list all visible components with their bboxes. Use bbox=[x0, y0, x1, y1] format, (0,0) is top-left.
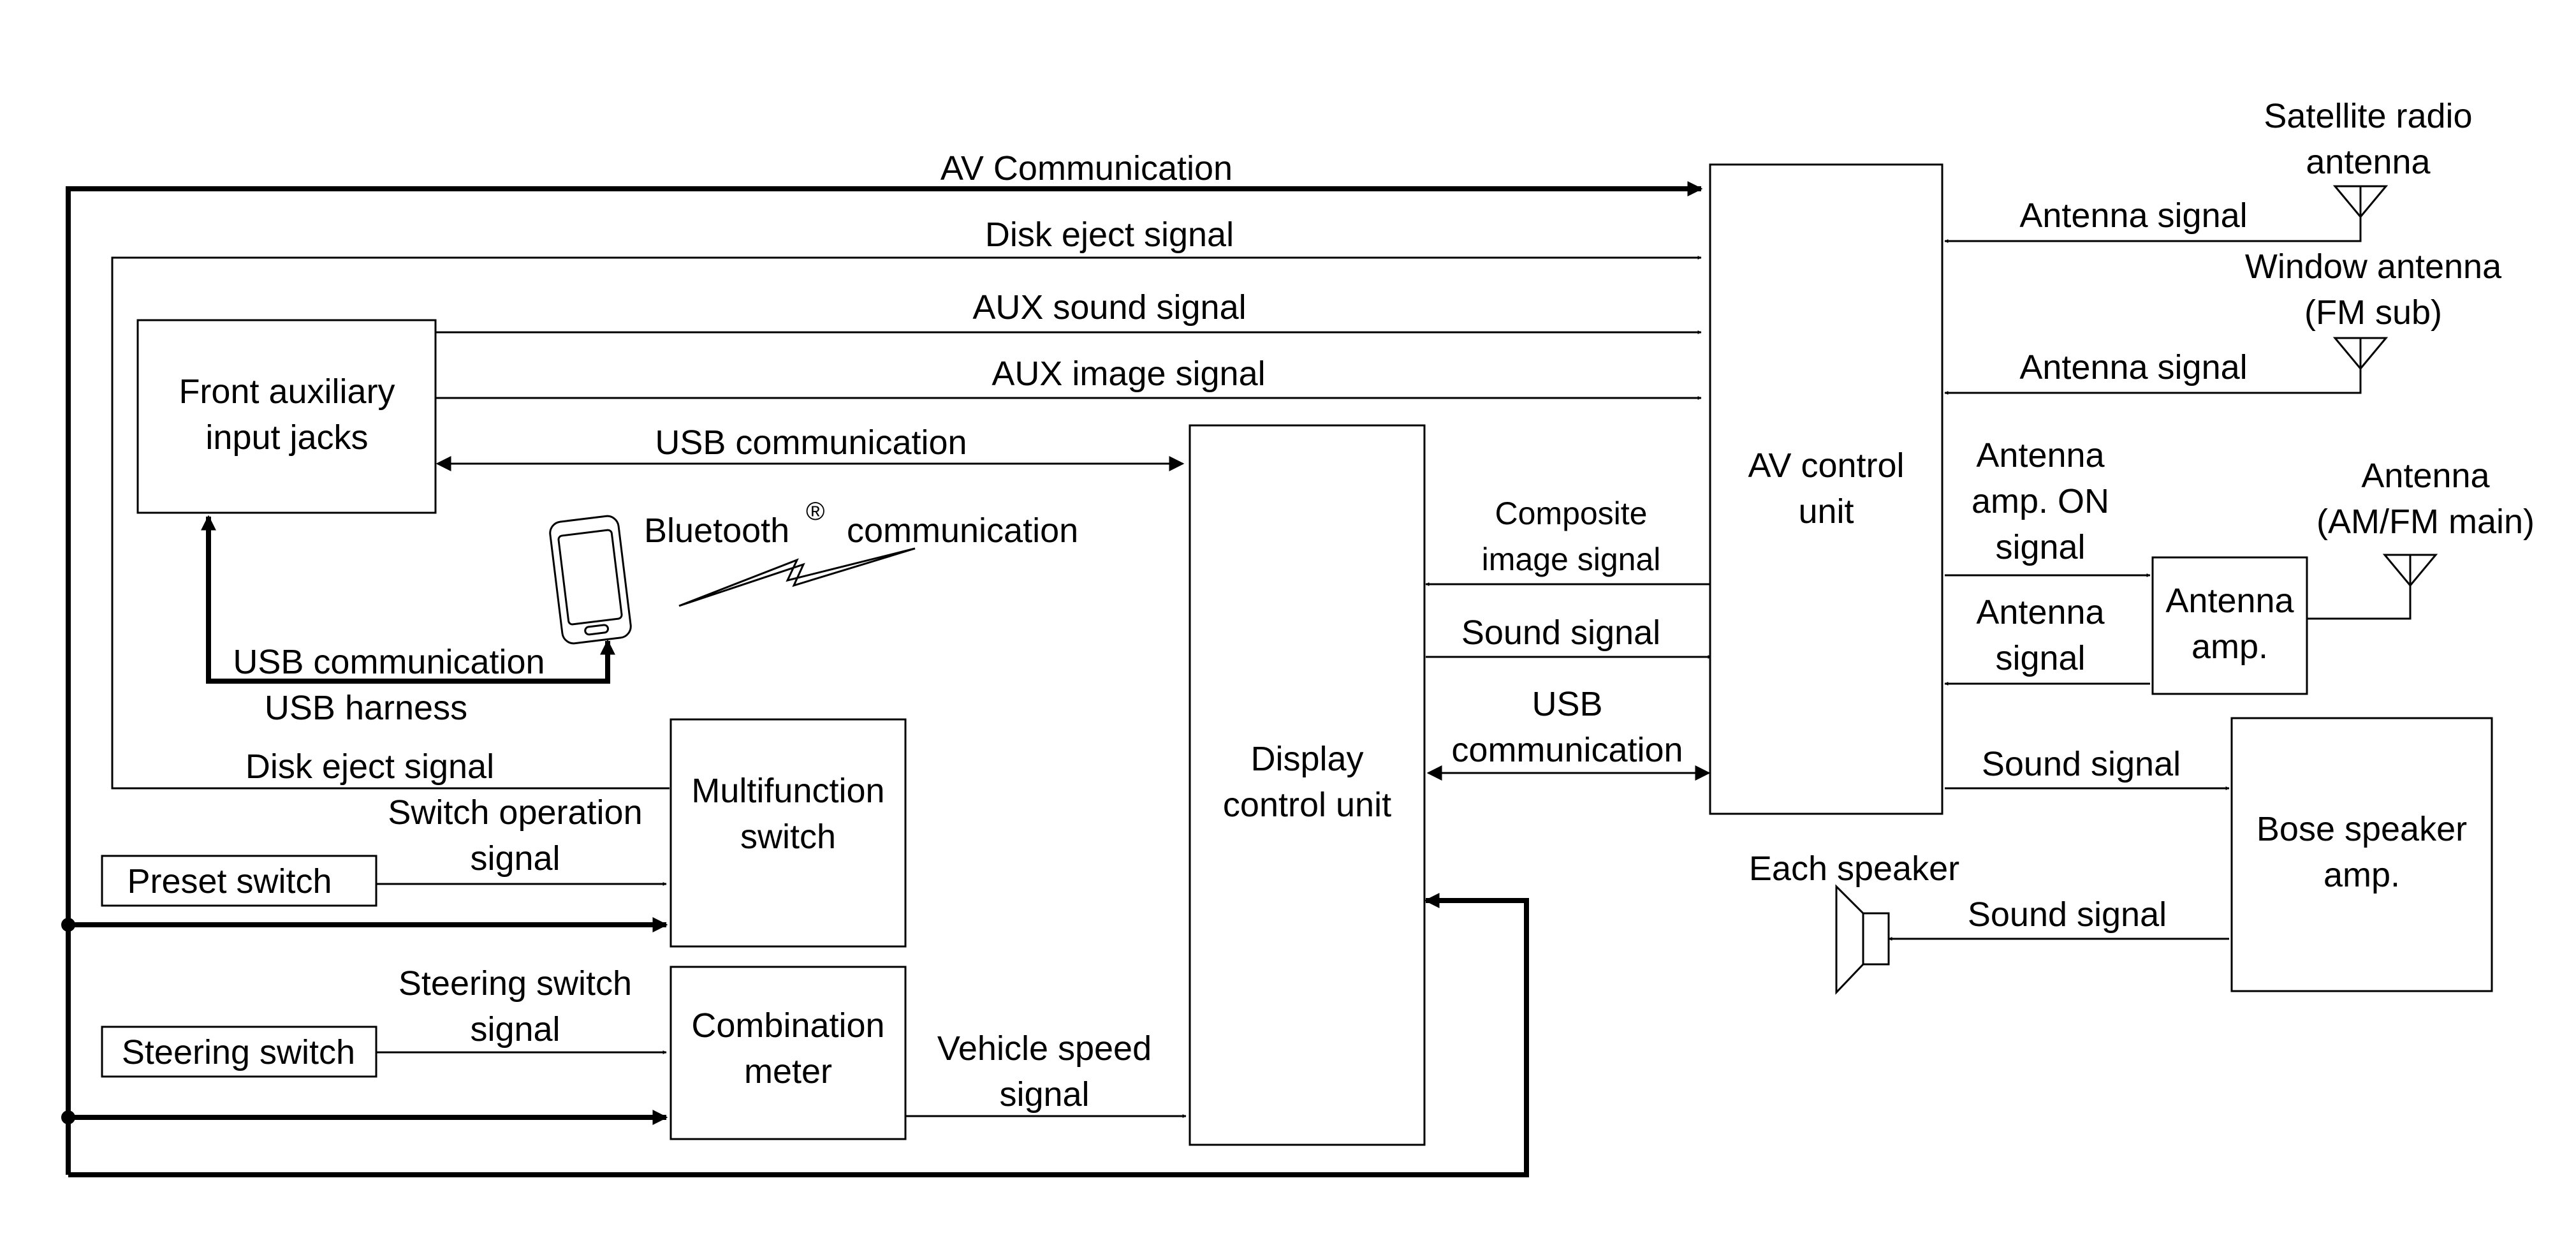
window-antenna-icon bbox=[2332, 337, 2389, 371]
sound-to-bose-label: Sound signal bbox=[1982, 745, 2181, 783]
bluetooth-wave bbox=[678, 547, 916, 607]
bluetooth-registered-mark: ® bbox=[806, 497, 824, 526]
bose-amp-box bbox=[2230, 717, 2493, 992]
usb-harness-label: USB harness bbox=[265, 689, 467, 727]
antenna-signal-window-label: Antenna signal bbox=[2019, 348, 2247, 386]
sound-to-speaker-label: Sound signal bbox=[1968, 895, 2167, 934]
antenna-signal-window-line bbox=[1944, 369, 2362, 395]
combination-meter-box bbox=[670, 966, 907, 1140]
main-antenna-label: Antenna(AM/FM main) bbox=[2316, 457, 2535, 541]
av-comm-to-display bbox=[68, 893, 1529, 1177]
av-communication-label: AV Communication bbox=[940, 149, 1233, 188]
main-antenna-icon bbox=[2382, 554, 2438, 587]
av-control-box bbox=[1709, 163, 1943, 815]
steering-switch-label: Steering switch bbox=[122, 1033, 355, 1071]
antenna-main-line bbox=[2307, 585, 2411, 620]
display-control-box bbox=[1189, 424, 1426, 1146]
antenna-signal-sat-line bbox=[1944, 217, 2362, 243]
usb-harness-line bbox=[201, 515, 615, 684]
sound-display-label: Sound signal bbox=[1461, 614, 1660, 652]
connection-lines bbox=[61, 181, 2411, 1177]
aux-sound-label: AUX sound signal bbox=[972, 288, 1246, 327]
each-speaker-label: Each speaker bbox=[1749, 850, 1959, 888]
bluetooth-communication-label: communication bbox=[847, 511, 1078, 550]
steering-switch-box bbox=[101, 1026, 377, 1078]
preset-switch-label: Preset switch bbox=[127, 862, 332, 901]
speaker-icon bbox=[1835, 884, 1890, 995]
window-antenna-label: Window antenna(FM sub) bbox=[2245, 247, 2502, 332]
disk-eject-line bbox=[111, 256, 1702, 790]
usb-comm-lower-label: USB communication bbox=[233, 643, 545, 681]
av-communication-line bbox=[66, 181, 1703, 1175]
satellite-antenna-icon bbox=[2332, 185, 2389, 219]
antenna-amp-box bbox=[2151, 556, 2308, 695]
smartphone-icon bbox=[549, 515, 632, 645]
antenna-signal-sat-label: Antenna signal bbox=[2019, 196, 2247, 235]
aux-image-label: AUX image signal bbox=[992, 355, 1265, 393]
disk-eject-lower-label: Disk eject signal bbox=[245, 747, 494, 786]
usb-comm-top-label: USB communication bbox=[655, 423, 967, 462]
junction-dot bbox=[61, 1110, 75, 1124]
disk-eject-top-label: Disk eject signal bbox=[985, 216, 1234, 254]
bluetooth-label: Bluetooth bbox=[644, 511, 789, 550]
front-aux-box bbox=[136, 319, 437, 514]
preset-switch-box bbox=[101, 855, 377, 907]
junction-dot bbox=[61, 918, 75, 932]
multifunction-box bbox=[670, 718, 907, 948]
